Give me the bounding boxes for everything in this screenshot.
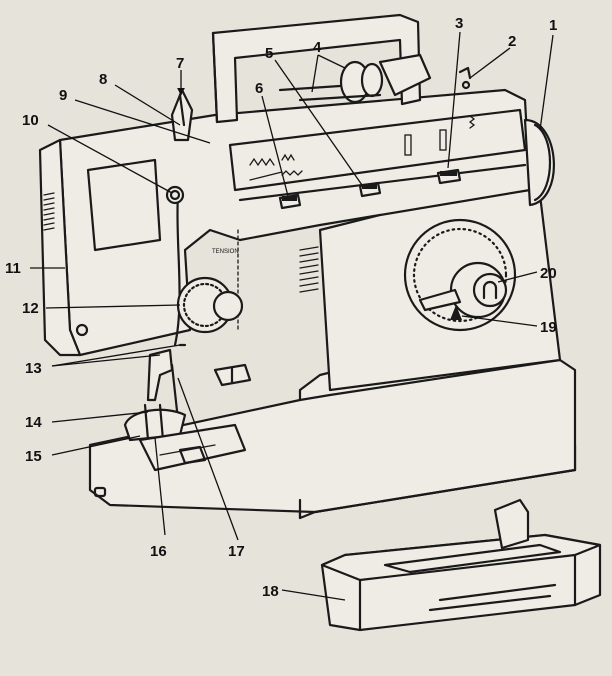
pillar-vents (300, 247, 318, 292)
callout-7: 7 (176, 55, 184, 72)
callout-6: 6 (255, 80, 263, 97)
callout-18: 18 (262, 583, 279, 600)
callout-8: 8 (99, 71, 107, 88)
callout-1: 1 (549, 17, 557, 34)
callout-16: 16 (150, 543, 167, 560)
callout-20: 20 (540, 265, 557, 282)
callout-13: 13 (25, 360, 42, 377)
callout-10: 10 (22, 112, 39, 129)
callout-3: 3 (455, 15, 463, 32)
accessory-tray (322, 500, 600, 630)
tension-dial (178, 278, 242, 332)
bobbin-winder-stop (460, 68, 470, 88)
leader-4b (318, 55, 345, 68)
callout-2: 2 (508, 33, 516, 50)
hand-wheel (525, 120, 554, 205)
tension-label: TENSION (212, 249, 239, 255)
machine-body: TENSION (40, 15, 575, 518)
callout-12: 12 (22, 300, 39, 317)
leader-2 (470, 48, 510, 78)
callout-17: 17 (228, 543, 245, 560)
leader-8 (115, 85, 180, 125)
callout-4: 4 (313, 39, 322, 56)
callout-15: 15 (25, 448, 42, 465)
needle-assembly (125, 345, 185, 440)
callout-9: 9 (59, 87, 67, 104)
leader-1 (540, 35, 553, 130)
callout-19: 19 (540, 319, 557, 336)
stitch-dial (405, 220, 515, 330)
callout-14: 14 (25, 414, 42, 431)
callout-5: 5 (265, 45, 273, 62)
callout-11: 11 (5, 260, 21, 277)
